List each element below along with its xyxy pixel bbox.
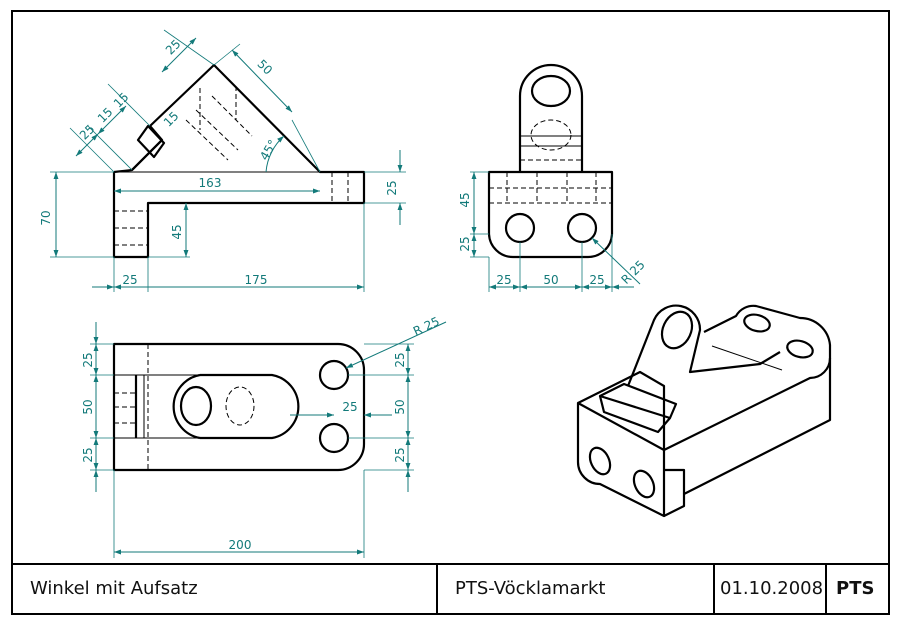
front-view: 163 70 45 25 25 175 25 15 15 15 25 50 45… — [39, 29, 406, 292]
top-dim-25-r1: 25 — [393, 352, 407, 367]
top-view: 25 50 25 25 50 25 25 200 R 25 — [81, 314, 447, 558]
dim-45: 45 — [170, 224, 184, 239]
drawing-title: Winkel mit Aufsatz — [30, 578, 198, 599]
dim-25-bottom: 25 — [122, 273, 137, 287]
isometric-view — [576, 304, 832, 518]
top-dim-50-r: 50 — [393, 399, 407, 414]
top-dim-25-r2: 25 — [393, 447, 407, 462]
drawing-date: 01.10.2008 — [720, 578, 823, 599]
dim-15-b: 15 — [111, 90, 132, 111]
top-dim-radius: R 25 — [411, 314, 442, 338]
dim-25-a: 25 — [77, 122, 98, 143]
drawing-frame — [11, 10, 890, 615]
top-dim-50-l: 50 — [81, 399, 95, 414]
dim-25-b: 25 — [163, 37, 184, 58]
dim-163: 163 — [199, 176, 222, 190]
side-dim-45: 45 — [458, 192, 472, 207]
dim-175: 175 — [245, 273, 268, 287]
dim-50: 50 — [254, 57, 275, 78]
dim-25-right: 25 — [385, 180, 399, 195]
top-dim-25-l2: 25 — [81, 447, 95, 462]
school-name: PTS-Vöcklamarkt — [455, 578, 605, 599]
side-dim-25-v: 25 — [458, 236, 472, 251]
side-dim-25-r: 25 — [589, 273, 604, 287]
top-dim-200: 200 — [229, 538, 252, 552]
dim-15-a: 15 — [95, 105, 116, 126]
title-block: Winkel mit Aufsatz PTS-Vöcklamarkt 01.10… — [12, 563, 889, 614]
dim-angle: 45° — [257, 137, 280, 162]
author-initials: PTS — [836, 578, 874, 599]
side-dim-radius: R 25 — [619, 258, 648, 287]
dim-70: 70 — [39, 210, 53, 225]
top-dim-25-mid: 25 — [342, 400, 357, 414]
side-view: 45 25 25 50 25 R 25 — [458, 63, 648, 292]
side-dim-25-l: 25 — [496, 273, 511, 287]
top-dim-25-l1: 25 — [81, 352, 95, 367]
side-dim-50: 50 — [543, 273, 558, 287]
